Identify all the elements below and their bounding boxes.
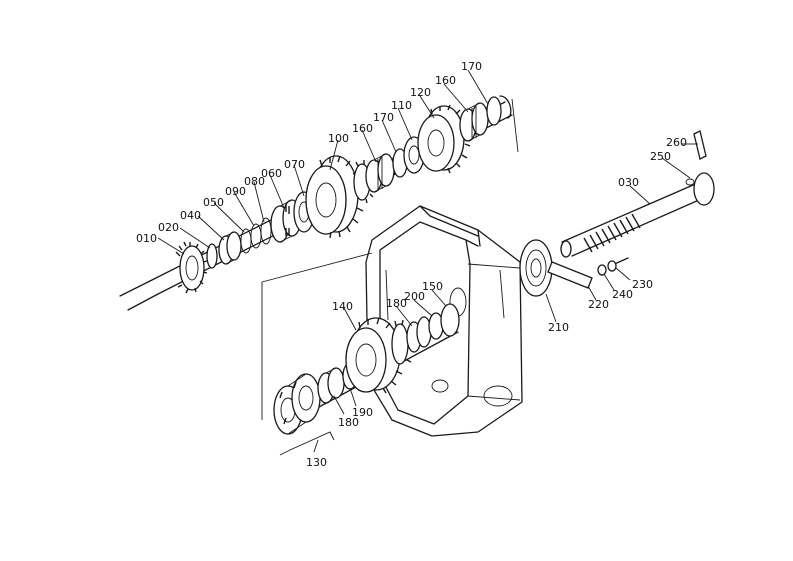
- label-190: 190: [352, 406, 373, 419]
- bolt-230-head: [607, 260, 617, 272]
- shaft-left-end: [119, 280, 159, 311]
- bearing-150: [440, 303, 460, 337]
- label-070: 070: [284, 158, 305, 171]
- label-020: 020: [158, 221, 179, 234]
- bearing-210: [519, 239, 553, 297]
- bearing-160b: [459, 102, 489, 142]
- hub-060: [270, 199, 302, 243]
- washer-240: [597, 264, 607, 276]
- housing-top-edge: [419, 205, 481, 247]
- housing-hole: [431, 379, 449, 393]
- label-120: 120: [410, 86, 431, 99]
- housing-side: [467, 263, 521, 401]
- lower-shaft-assembly: [273, 303, 460, 456]
- label-080: 080: [244, 175, 265, 188]
- shaft-030-end: [560, 240, 572, 258]
- bushing-170b: [486, 96, 502, 126]
- gear-010: [175, 241, 208, 294]
- upper-frame-line: [511, 98, 519, 153]
- label-200: 200: [404, 290, 425, 303]
- label-180b: 180: [338, 416, 359, 429]
- label-150: 150: [422, 280, 443, 293]
- label-240: 240: [612, 288, 633, 301]
- coupling-130: [273, 373, 321, 435]
- pin-hole: [685, 178, 695, 186]
- housing-lug: [483, 385, 513, 407]
- label-110: 110: [391, 99, 412, 112]
- shaft-right-end: [499, 95, 512, 119]
- right-shaft-assembly: [519, 130, 715, 297]
- label-260: 260: [666, 136, 687, 149]
- pin-260: [693, 130, 707, 160]
- shaft-030: [561, 181, 709, 257]
- label-250: 250: [650, 150, 671, 163]
- part-labels: 010 020 040 050 090 080 060 070 100 160 …: [136, 60, 687, 469]
- label-040: 040: [180, 209, 201, 222]
- leader-lines: [157, 69, 698, 453]
- label-060: 060: [261, 167, 282, 180]
- shaft-030-collar: [693, 172, 715, 206]
- label-140: 140: [332, 300, 353, 313]
- coupling-130-bracket: [279, 431, 335, 456]
- label-230: 230: [632, 278, 653, 291]
- label-100: 100: [328, 132, 349, 145]
- label-170a: 170: [373, 111, 394, 124]
- upper-shaft-assembly: [119, 95, 519, 420]
- housing-rib: [385, 269, 505, 321]
- plate-220: [547, 261, 593, 289]
- label-160b: 160: [435, 74, 456, 87]
- part-040: [218, 231, 242, 265]
- label-030: 030: [618, 176, 639, 189]
- lower-frame-top: [261, 252, 373, 283]
- part-020: [206, 243, 218, 269]
- label-010: 010: [136, 232, 157, 245]
- shaft-030-splines: [583, 213, 641, 253]
- label-210: 210: [548, 321, 569, 334]
- label-180a: 180: [386, 297, 407, 310]
- ring-080: [260, 217, 272, 245]
- bearing-160a: [365, 153, 395, 193]
- bearing-180b: [317, 367, 345, 404]
- label-170b: 170: [461, 60, 482, 73]
- label-090: 090: [225, 185, 246, 198]
- label-130: 130: [306, 456, 327, 469]
- label-220: 220: [588, 298, 609, 311]
- label-160a: 160: [352, 122, 373, 135]
- label-050: 050: [203, 196, 224, 209]
- gear-140: [345, 317, 412, 394]
- bearing-180a: [406, 316, 432, 353]
- gear-100: [305, 155, 374, 239]
